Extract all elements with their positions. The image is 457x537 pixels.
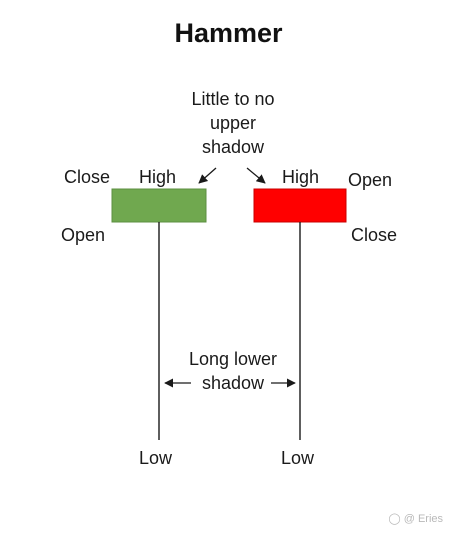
upper-note-line-3: shadow bbox=[201, 137, 265, 157]
upper-shadow-note: Little to no upper shadow bbox=[128, 87, 338, 159]
bullish-close-label: Close bbox=[64, 167, 111, 187]
bearish-low-label: Low bbox=[281, 448, 315, 468]
bearish-close-label: Close bbox=[351, 225, 398, 245]
lower-note-line-2: shadow bbox=[201, 373, 265, 393]
bearish-candle-body bbox=[253, 188, 347, 223]
weibo-logo-icon: ◯ bbox=[388, 513, 401, 525]
bearish-high-label: High bbox=[282, 167, 320, 187]
upper-note-line-1: Little to no bbox=[191, 89, 275, 109]
bullish-open-label: Open bbox=[61, 225, 106, 245]
bullish-candle-body bbox=[111, 188, 207, 223]
bearish-open-label: Open bbox=[348, 170, 393, 190]
arrow-to-bearish-high bbox=[246, 167, 266, 184]
upper-note-line-2: upper bbox=[209, 113, 257, 133]
lower-shadow-note: Long lower shadow bbox=[128, 347, 338, 395]
bullish-low-label: Low bbox=[139, 448, 173, 468]
arrow-to-bullish-high bbox=[198, 167, 217, 184]
lower-note-line-1: Long lower bbox=[188, 349, 278, 369]
at-icon: @ bbox=[403, 513, 415, 525]
diagram-title: Hammer bbox=[174, 18, 283, 48]
watermark-text: Eries bbox=[417, 513, 443, 525]
watermark: ◯ @ Eries bbox=[388, 512, 443, 525]
bullish-high-label: High bbox=[139, 167, 177, 187]
